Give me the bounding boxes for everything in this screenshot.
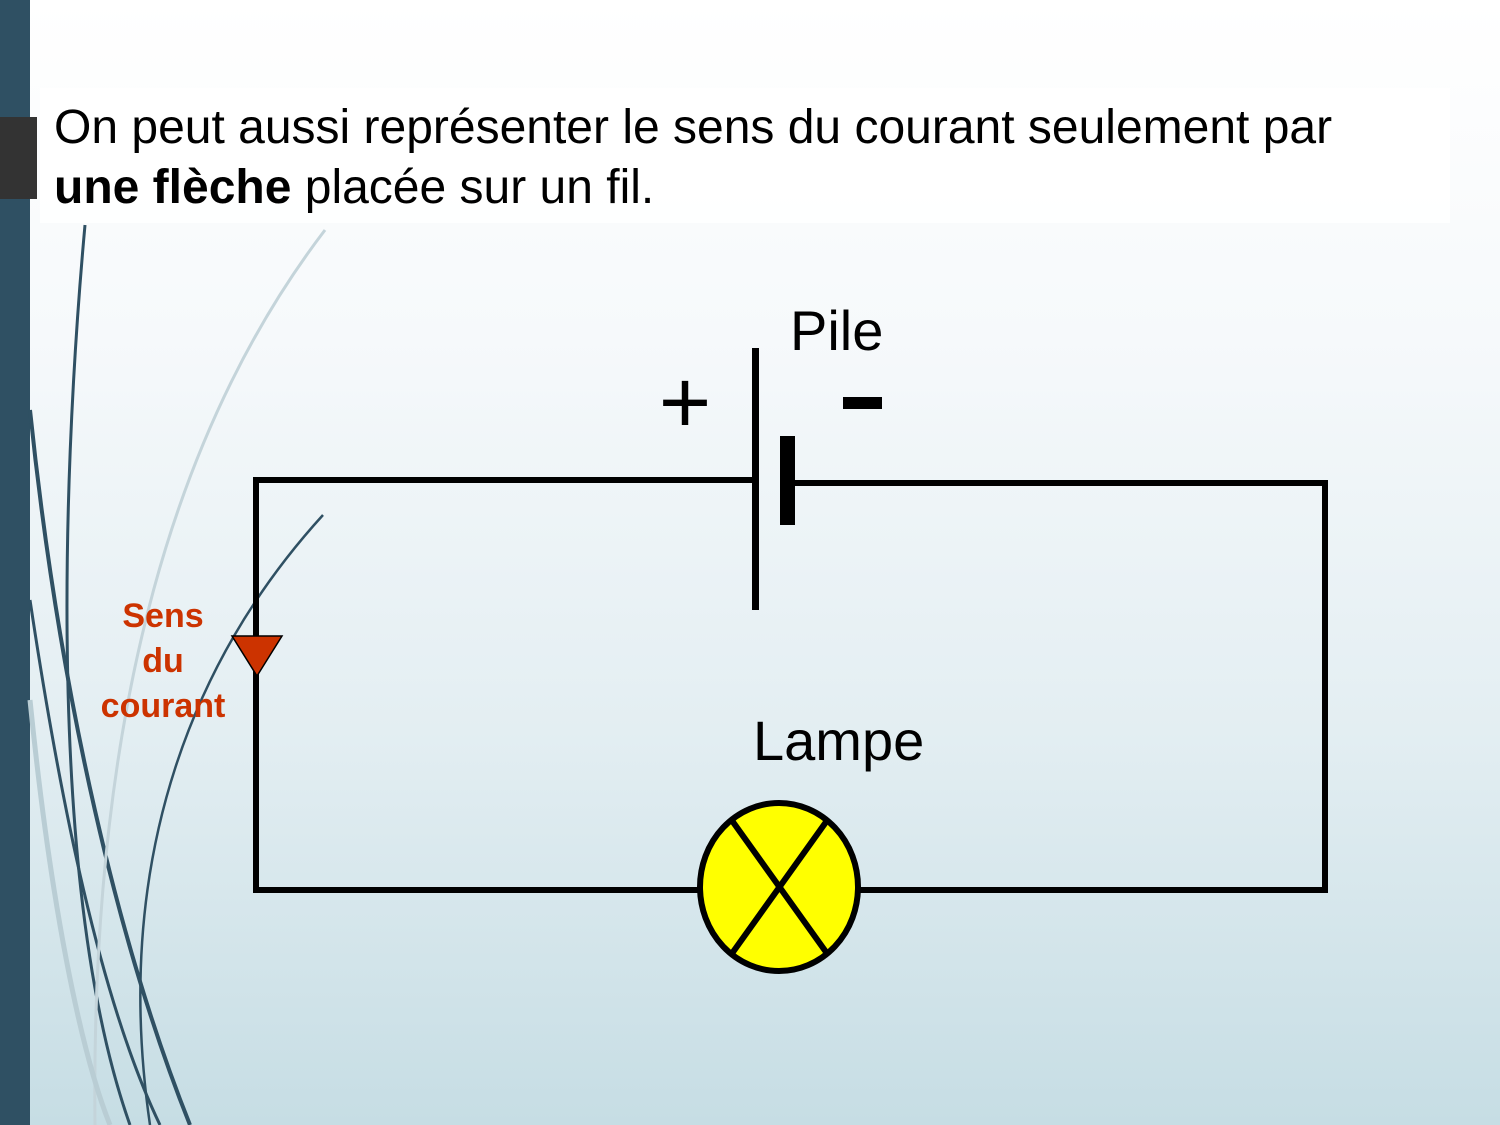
wire-left: [253, 477, 758, 893]
background-swooshes: [27, 224, 327, 1125]
lamp-label: Lampe: [753, 709, 925, 772]
title-marker: [0, 117, 37, 199]
battery-symbol: [752, 348, 795, 610]
title-box: [40, 88, 1450, 223]
current-direction-label: Sens du courant: [88, 594, 238, 729]
wire-right: [787, 480, 1328, 893]
current-label-line: Sens: [122, 597, 204, 635]
plus-sign: +: [659, 353, 712, 453]
title-rest: placée sur un fil.: [291, 161, 655, 214]
current-label-line: du: [142, 642, 184, 680]
wires: [253, 477, 1328, 893]
title-bold: une flèche: [54, 161, 292, 214]
slide-title: On peut aussi représenter le sens du cou…: [54, 98, 1332, 218]
current-label-line: courant: [100, 687, 226, 725]
current-arrow-icon: [230, 635, 284, 678]
minus-sign: [843, 397, 882, 409]
lamp-symbol: [697, 800, 861, 974]
battery-label: Pile: [790, 299, 884, 362]
title-line1: On peut aussi représenter le sens du cou…: [54, 101, 1333, 154]
